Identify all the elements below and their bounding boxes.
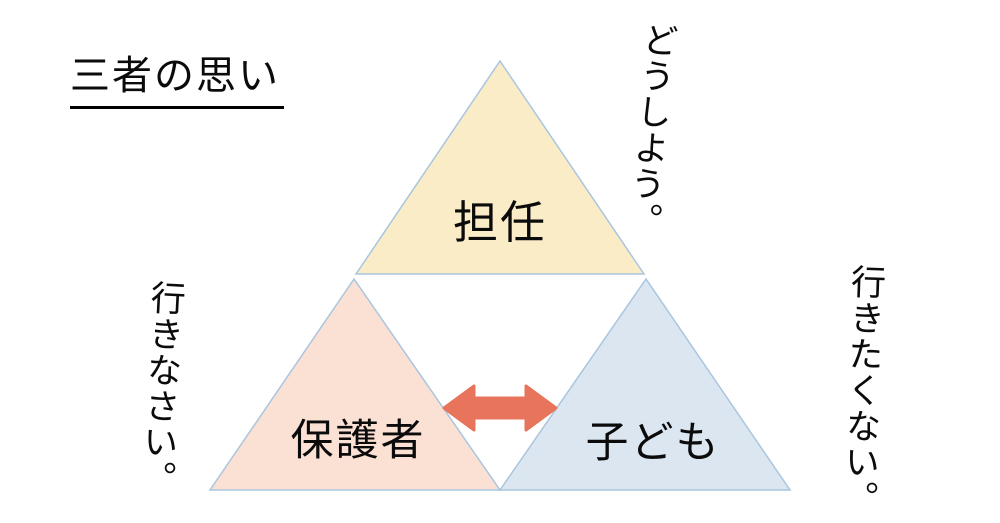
teacher-triangle-label: 担任: [452, 197, 548, 248]
page-title: 三者の思い: [70, 54, 284, 109]
parent-child-double-arrow-icon: [442, 384, 558, 432]
child-thought-text: 行きたくない。: [837, 263, 886, 517]
parent-triangle-label: 保護者: [290, 417, 426, 465]
child-triangle: [498, 277, 792, 491]
parent-triangle: [208, 277, 502, 491]
child-triangle-label: 子ども: [585, 419, 721, 467]
teacher-triangle: [354, 59, 646, 275]
